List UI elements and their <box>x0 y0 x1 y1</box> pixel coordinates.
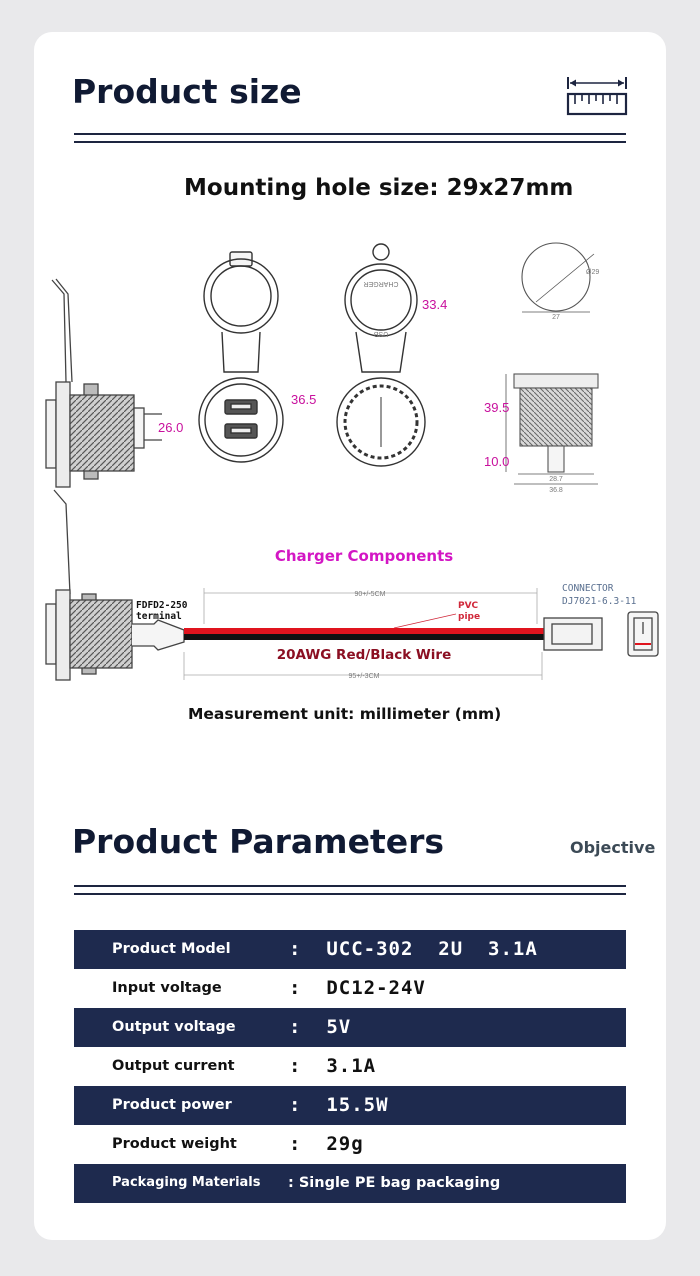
param-label: Packaging Materials <box>112 1175 261 1190</box>
divider <box>74 885 626 887</box>
hole-view <box>505 242 599 485</box>
param-label: Product power <box>112 1097 232 1113</box>
pipe-length-dim: 90+/-5CM <box>355 591 386 598</box>
param-value: : 3.1A <box>289 1055 377 1077</box>
nut-width-dim: 28.7 <box>549 476 563 483</box>
wire-length-dim: 95+/-3CM <box>349 673 380 680</box>
param-value: : 15.5W <box>289 1094 389 1116</box>
flange-width-dim: 36.8 <box>549 487 563 494</box>
table-row: Product power : 15.5W <box>74 1086 626 1125</box>
body-height-dim: 39.5 <box>484 400 509 415</box>
table-row: Input voltage : DC12-24V <box>74 969 626 1008</box>
pvc-label-2: pipe <box>458 612 480 622</box>
terminal-label-2: terminal <box>136 611 182 622</box>
param-label: Output voltage <box>112 1019 236 1035</box>
connector-label-2: DJ7021-6.3-11 <box>562 596 637 607</box>
pvc-label-1: PVC <box>458 601 479 611</box>
mounting-hole-size: Mounting hole size: 29x27mm <box>184 175 574 201</box>
table-row: Product weight : 29g <box>74 1125 626 1164</box>
product-card: Product size Mounting hole size: 29x27mm <box>34 32 666 1240</box>
wire-label: 20AWG Red/Black Wire <box>277 647 452 663</box>
measurement-unit: Measurement unit: millimeter (mm) <box>188 705 502 723</box>
ruler-icon <box>566 77 628 116</box>
black-wire <box>184 634 546 640</box>
param-label: Input voltage <box>112 980 222 996</box>
param-value: : UCC-302 2U 3.1A <box>289 938 538 960</box>
table-row: Packaging Materials : Single PE bag pack… <box>74 1164 626 1203</box>
front-ring-dim: 36.5 <box>291 392 316 407</box>
cap-width-dim: 33.4 <box>422 297 447 312</box>
connector-label-1: CONNECTOR <box>562 583 614 594</box>
divider <box>74 141 626 143</box>
terminal-label-1: FDFD2-250 <box>136 600 188 611</box>
parameters-table: Product Model : UCC-302 2U 3.1A Input vo… <box>74 930 626 1203</box>
connector <box>543 611 659 657</box>
cap-text-usb: USB <box>373 330 388 337</box>
param-value: : 29g <box>289 1133 364 1155</box>
table-row: Output voltage : 5V <box>74 1008 626 1047</box>
side-view-2 <box>45 489 185 681</box>
table-row: Output current : 3.1A <box>74 1047 626 1086</box>
param-value: : DC12-24V <box>289 977 426 999</box>
side-height-dim: 26.0 <box>158 420 183 435</box>
back-view <box>336 243 426 467</box>
hole-width-dim: 27 <box>552 314 560 321</box>
technical-drawing: 26.0 36.5 USB CHARGER 33.4 <box>45 242 659 681</box>
table-row: Product Model : UCC-302 2U 3.1A <box>74 930 626 969</box>
product-size-title: Product size <box>72 72 302 111</box>
side-view <box>45 278 162 488</box>
components-title: Charger Components <box>275 547 453 565</box>
param-value: : Single PE bag packaging <box>288 1175 501 1191</box>
red-wire <box>184 628 546 634</box>
product-parameters-title: Product Parameters <box>72 822 445 861</box>
terminal-height-dim: 10.0 <box>484 454 509 469</box>
hole-diameter-dim: Ø29 <box>586 269 599 276</box>
divider <box>74 133 626 135</box>
cap-text-charger: CHARGER <box>363 280 398 287</box>
param-label: Product weight <box>112 1136 237 1152</box>
brand-logo: Objective <box>570 838 656 857</box>
param-value: : 5V <box>289 1016 352 1038</box>
front-view <box>198 251 284 463</box>
divider <box>74 893 626 895</box>
param-label: Output current <box>112 1058 235 1074</box>
param-label: Product Model <box>112 941 231 957</box>
